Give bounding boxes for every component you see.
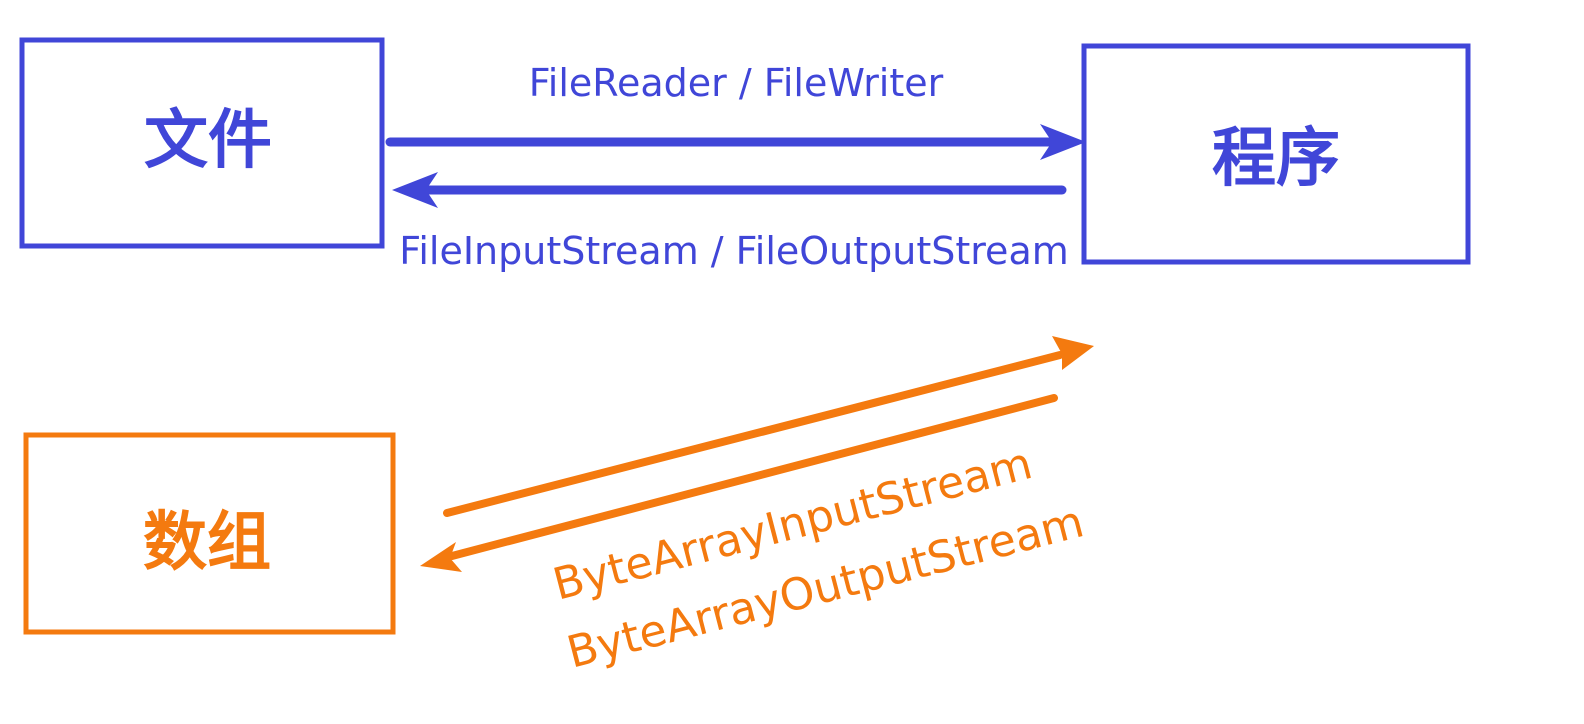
array-label: 数组 xyxy=(143,506,271,580)
arrow-program-to-array xyxy=(448,394,1058,560)
arrow-array-to-program xyxy=(443,351,1064,517)
arrowhead-right-icon xyxy=(1040,124,1086,160)
array-program-arrows xyxy=(420,336,1094,572)
array-node: 数组 xyxy=(23,432,396,635)
file-program-arrows xyxy=(385,124,1086,208)
array-box xyxy=(23,432,396,635)
file-stream-label: FileInputStream / FileOutputStream xyxy=(399,229,1069,273)
program-label: 程序 xyxy=(1212,122,1340,196)
file-reader-writer-label: FileReader / FileWriter xyxy=(529,61,944,105)
arrowhead-down-left-icon xyxy=(420,542,462,572)
file-label: 文件 xyxy=(144,104,272,178)
arrowhead-up-right-icon xyxy=(1052,336,1094,370)
program-node: 程序 xyxy=(1081,43,1471,265)
file-node: 文件 xyxy=(19,37,385,249)
file-box xyxy=(19,37,385,249)
arrowhead-left-icon xyxy=(392,172,438,208)
program-box xyxy=(1081,43,1471,265)
